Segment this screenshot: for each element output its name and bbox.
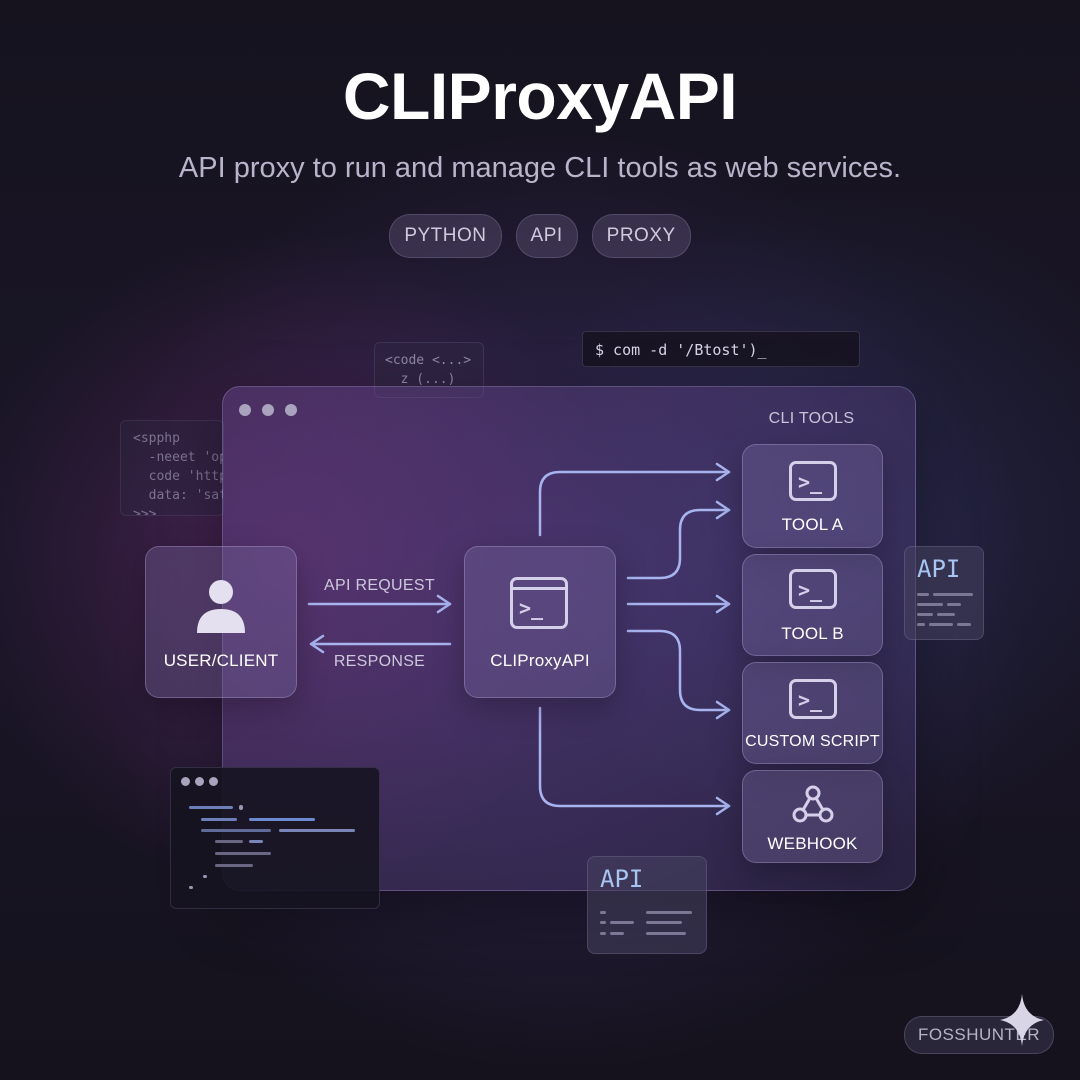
code-line: [239, 805, 243, 810]
arrow-to-webhook: [538, 706, 731, 808]
code-line: [610, 921, 634, 924]
proxy-card[interactable]: >_ CLIProxyAPI: [464, 546, 616, 698]
code-line: [215, 864, 253, 867]
webhook-card[interactable]: WEBHOOK: [742, 770, 883, 863]
custom-script-card[interactable]: >_ CUSTOM SCRIPT: [742, 662, 883, 764]
code-line: [917, 593, 929, 596]
code-line: [215, 852, 271, 855]
api-request-label: API REQUEST: [324, 577, 435, 594]
php-code-snippet: <spphp -neeet 'opti code 'http/ data: 's…: [120, 420, 224, 516]
code-line: [189, 806, 233, 809]
code-line: [600, 932, 606, 935]
code-line: [279, 829, 355, 832]
code-line: [610, 932, 624, 935]
user-client-label: USER/CLIENT: [163, 651, 279, 670]
page-subtitle: API proxy to run and manage CLI tools as…: [178, 152, 902, 184]
sparkle-icon: [1000, 994, 1044, 1046]
code-line: [600, 921, 606, 924]
code-line: [957, 623, 971, 626]
tool-b-label: TOOL B: [781, 624, 844, 643]
webhook-icon: [792, 785, 834, 823]
custom-script-label: CUSTOM SCRIPT: [745, 733, 880, 750]
proxy-label: CLIProxyAPI: [490, 651, 590, 670]
code-editor-window: [170, 767, 380, 909]
tool-a-label: TOOL A: [781, 515, 844, 534]
tag-list: PYTHON API PROXY: [0, 214, 1080, 258]
page-title: CLIProxyAPI: [342, 59, 738, 133]
user-icon: [197, 580, 245, 633]
command-line-snippet: $ com -d '/Btost')_: [582, 331, 860, 367]
api-card-bottom: API: [587, 856, 707, 954]
terminal-icon: >_: [789, 461, 837, 501]
webhook-label: WEBHOOK: [767, 834, 858, 853]
window-dot: [195, 777, 204, 786]
code-line: [917, 603, 943, 606]
arrowhead-custom-script: [715, 700, 731, 720]
api-card-label: API: [600, 865, 644, 893]
tool-b-card[interactable]: >_ TOOL B: [742, 554, 883, 656]
tag-python[interactable]: PYTHON: [389, 214, 502, 258]
api-card-right: API: [904, 546, 984, 640]
arrow-to-custom-script: [626, 629, 731, 712]
arrow-to-tool-a: [538, 470, 731, 537]
code-line: [917, 613, 933, 616]
code-line: [201, 818, 237, 821]
arrowhead-webhook: [715, 796, 731, 816]
code-line: [201, 829, 271, 832]
code-line: [917, 623, 925, 626]
window-dot: [239, 404, 251, 416]
code-line: [600, 911, 606, 914]
window-dot: [209, 777, 218, 786]
window-dot: [262, 404, 274, 416]
code-line: [249, 840, 263, 843]
cli-tools-heading: CLI TOOLS: [768, 410, 855, 427]
code-tag-snippet: <code <...> z (...): [374, 342, 484, 398]
terminal-icon: >_: [789, 569, 837, 609]
arrowhead-tool-a-branch: [715, 500, 731, 520]
code-line: [937, 613, 955, 616]
code-line: [933, 593, 973, 596]
tag-api[interactable]: API: [515, 214, 578, 258]
window-dot: [285, 404, 297, 416]
window-dot: [181, 777, 190, 786]
code-line: [646, 911, 692, 914]
code-line: [646, 932, 686, 935]
code-line: [929, 623, 953, 626]
code-line: [646, 921, 682, 924]
api-card-label: API: [917, 555, 961, 583]
request-arrowhead: [436, 594, 452, 614]
terminal-window-icon: >_: [510, 577, 568, 629]
code-line: [947, 603, 961, 606]
user-client-card[interactable]: USER/CLIENT: [145, 546, 297, 698]
response-label: RESPONSE: [333, 653, 426, 670]
arrow-to-tool-a-branch: [626, 508, 731, 580]
arrowhead-tool-a: [715, 462, 731, 482]
code-line: [249, 818, 315, 821]
tool-a-card[interactable]: >_ TOOL A: [742, 444, 883, 548]
response-arrowhead: [309, 634, 325, 654]
code-line: [215, 840, 243, 843]
terminal-icon: >_: [789, 679, 837, 719]
code-line: [203, 875, 207, 878]
code-line: [189, 886, 193, 889]
tag-proxy[interactable]: PROXY: [591, 214, 691, 258]
arrowhead-tool-b: [715, 594, 731, 614]
